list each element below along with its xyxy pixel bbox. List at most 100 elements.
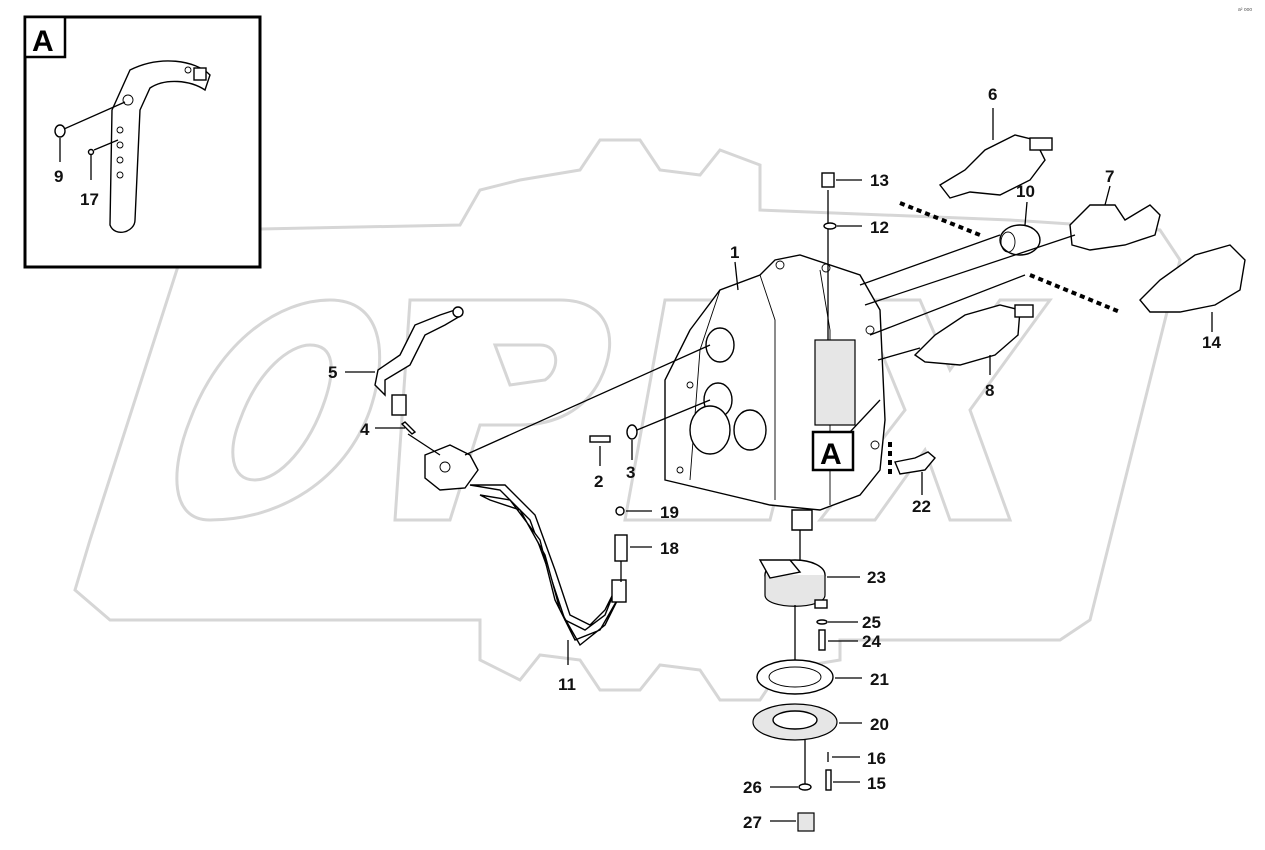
housing-bolt (775, 260, 785, 270)
part-21-gasket (756, 659, 862, 695)
filter-23-tab (814, 599, 828, 609)
watermark-letter-p (393, 298, 612, 522)
callout-22: 22 (912, 497, 931, 516)
hose-5-tube (374, 309, 464, 397)
view-marker-pointer (849, 399, 881, 433)
leader-1 (734, 261, 739, 291)
callout-2: 2 (594, 472, 603, 491)
shaft-8-body (913, 304, 1021, 366)
view-marker-label: A (820, 438, 842, 471)
valve-block (814, 339, 856, 426)
leader-3-to-port (636, 399, 711, 431)
housing-bolt (821, 263, 831, 273)
hose-5-end (391, 394, 407, 416)
screw-15 (825, 769, 832, 791)
watermark-letter-o (175, 298, 382, 522)
part-2-bolt (589, 435, 611, 466)
bracket-hole (116, 126, 124, 134)
hose-5 (374, 306, 464, 416)
bracket-hole (116, 156, 124, 164)
leader-9 (63, 101, 126, 130)
gasket-21 (756, 659, 834, 695)
callout-16: 16 (867, 749, 886, 768)
part-26-seal (770, 783, 812, 791)
washer-3 (626, 424, 638, 440)
leader-4-to-pump (407, 433, 441, 456)
leader-pump-to-housing (464, 344, 711, 456)
housing-port (733, 409, 767, 451)
screw-24 (818, 629, 826, 651)
watermark-letter-x (816, 298, 1053, 522)
leader-10 (1024, 201, 1028, 226)
hose-5-fitting (452, 306, 464, 318)
corner-code: a² ooo (1238, 7, 1252, 13)
housing-bolt (870, 440, 880, 450)
shaft-assembly-8 (913, 304, 1034, 375)
part-15-screw (825, 769, 860, 791)
callout-1: 1 (730, 243, 739, 262)
callout-11: 11 (558, 675, 576, 694)
callout-25: 25 (862, 613, 881, 632)
callout-19: 19 (660, 503, 679, 522)
part-13-plug (821, 172, 862, 188)
callout-6: 6 (988, 85, 997, 104)
shaft-7-body (1069, 204, 1161, 251)
callout-17: 17 (80, 190, 99, 209)
mounting-bracket (109, 60, 211, 233)
callout-13: 13 (870, 171, 889, 190)
view-marker-a: A (811, 399, 881, 472)
callout-10: 10 (1016, 182, 1035, 201)
detail-view-a: A (23, 15, 262, 269)
part-25-washer (816, 619, 858, 625)
gasket-21-inner (768, 666, 822, 688)
bearing-10 (999, 201, 1041, 256)
part-22-stud (888, 442, 936, 495)
transmission-housing (664, 190, 886, 531)
bearing-10-body (999, 224, 1041, 256)
hose-11-tube-a (469, 484, 616, 631)
callout-8: 8 (985, 381, 994, 400)
callout-7: 7 (1105, 167, 1114, 186)
shaft-axis-line (859, 234, 1001, 286)
bracket-stud (193, 67, 207, 81)
housing-bolt (865, 325, 875, 335)
part-27-plug (770, 812, 815, 832)
callout-9: 9 (54, 167, 63, 186)
leader-7 (1104, 185, 1111, 206)
shaft-assembly-7 (1069, 185, 1161, 251)
bolt-2-shank (589, 435, 611, 443)
shaft-axis-line (864, 234, 1076, 306)
plug-13 (821, 172, 835, 188)
shaft-axis-line (869, 274, 1026, 336)
hose-11 (469, 484, 627, 647)
part-24-screw (818, 629, 858, 651)
oring-12 (823, 222, 837, 230)
callout-4: 4 (360, 420, 370, 439)
shaft-axis-line (877, 347, 921, 361)
part-4-gasket (400, 421, 417, 435)
callout-21: 21 (870, 670, 889, 689)
dashed-link-14 (1029, 273, 1121, 314)
pump-body (424, 444, 479, 491)
plug-27 (797, 812, 815, 832)
detail-label: A (32, 25, 54, 58)
watermark-gear (73, 138, 1182, 702)
part-17-washer (87, 148, 95, 156)
detail-frame (23, 15, 262, 269)
part-12-oring (823, 222, 862, 230)
ring-19 (615, 506, 625, 516)
shaft-assembly-6 (938, 108, 1053, 199)
pump-port (439, 461, 451, 473)
callout-12: 12 (870, 218, 889, 237)
view-marker-box (811, 430, 855, 472)
stud-22 (894, 451, 936, 475)
callout-26: 26 (743, 778, 762, 797)
part-23-filter (758, 530, 860, 690)
part-20-cover (752, 703, 862, 785)
part-3-washer (626, 399, 711, 460)
washer-25 (816, 619, 828, 625)
callout-23: 23 (867, 568, 886, 587)
sensor-18 (614, 534, 628, 562)
detail-label-box (23, 15, 67, 59)
callouts: 1 2 3 4 5 6 7 8 9 10 11 12 13 14 15 16 1… (54, 85, 1221, 832)
